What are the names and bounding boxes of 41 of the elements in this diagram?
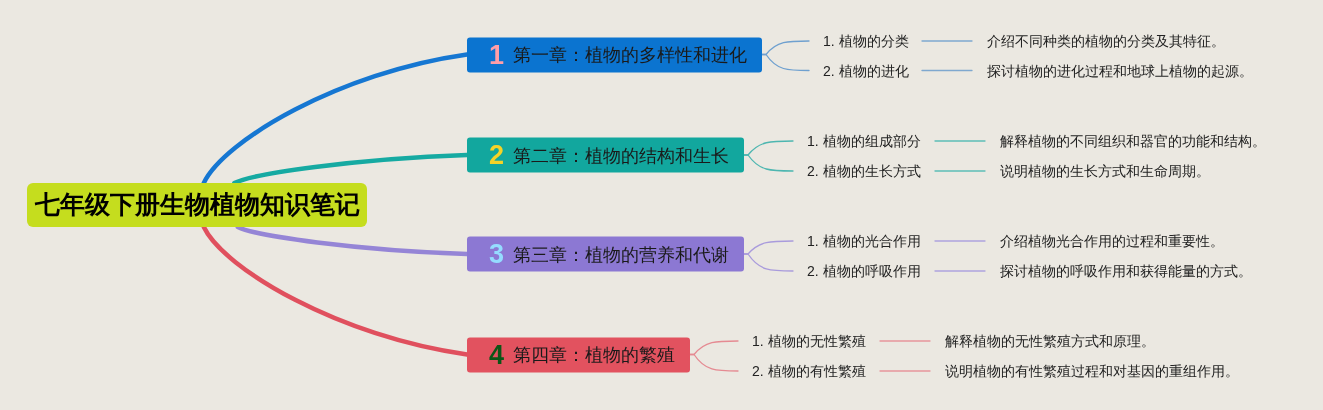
chapter-title: 第三章：植物的营养和代谢 <box>513 245 730 263</box>
description-text: 解释植物的无性繁殖方式和原理。 <box>945 332 1155 350</box>
branch-line <box>761 53 810 72</box>
branch-line <box>689 353 739 372</box>
chapter-box <box>467 37 763 72</box>
chapter-number: 4 <box>489 341 505 368</box>
connector-line <box>921 69 973 72</box>
subtopic-label: 2. 植物的进化 <box>823 61 909 80</box>
subtopic-label: 1. 植物的组成部分 <box>807 132 921 150</box>
connector-line <box>934 140 986 142</box>
description-text: 解释植物的不同组织和器官的功能和结构。 <box>1000 132 1266 150</box>
connector-line <box>879 370 931 372</box>
description-text: 介绍植物光合作用的过程和重要性。 <box>1000 232 1224 250</box>
chapter-box <box>467 137 745 173</box>
description-text: 探讨植物的呼吸作用和获得能量的方式。 <box>1000 262 1252 280</box>
subtopic-label: 2. 植物的有性繁殖 <box>752 362 866 380</box>
chapter-box <box>467 236 745 272</box>
chapter-box <box>467 337 691 372</box>
chapter-number: 2 <box>489 141 505 169</box>
connector-line <box>934 170 986 172</box>
description-text: 说明植物的有性繁殖过程和对基因的重组作用。 <box>945 362 1239 380</box>
chapter-title: 第二章：植物的结构和生长 <box>513 146 730 164</box>
connector-line <box>879 340 931 342</box>
subtopic-label: 1. 植物的分类 <box>823 32 909 50</box>
description-text: 介绍不同种类的植物的分类及其特征。 <box>987 32 1225 50</box>
connector-line <box>921 40 973 42</box>
subtopic-label: 2. 植物的生长方式 <box>807 162 921 180</box>
chapter-title: 第四章：植物的繁殖 <box>513 345 676 364</box>
branch-line <box>743 154 794 172</box>
chapter-title: 第一章：植物的多样性和进化 <box>513 45 748 64</box>
subtopic-label: 1. 植物的无性繁殖 <box>752 332 866 350</box>
connector-line <box>934 270 986 272</box>
description-text: 说明植物的生长方式和生命周期。 <box>1000 162 1210 180</box>
subtopic-label: 1. 植物的光合作用 <box>807 232 921 250</box>
description-text: 探讨植物的进化过程和地球上植物的起源。 <box>987 61 1253 80</box>
subtopic-label: 2. 植物的呼吸作用 <box>807 262 921 280</box>
central-topic: 七年级下册生物植物知识笔记 <box>27 183 367 227</box>
connector-line <box>934 240 986 242</box>
chapter-number: 1 <box>489 41 505 68</box>
branch-line <box>743 253 794 272</box>
chapter-number: 3 <box>489 240 505 268</box>
